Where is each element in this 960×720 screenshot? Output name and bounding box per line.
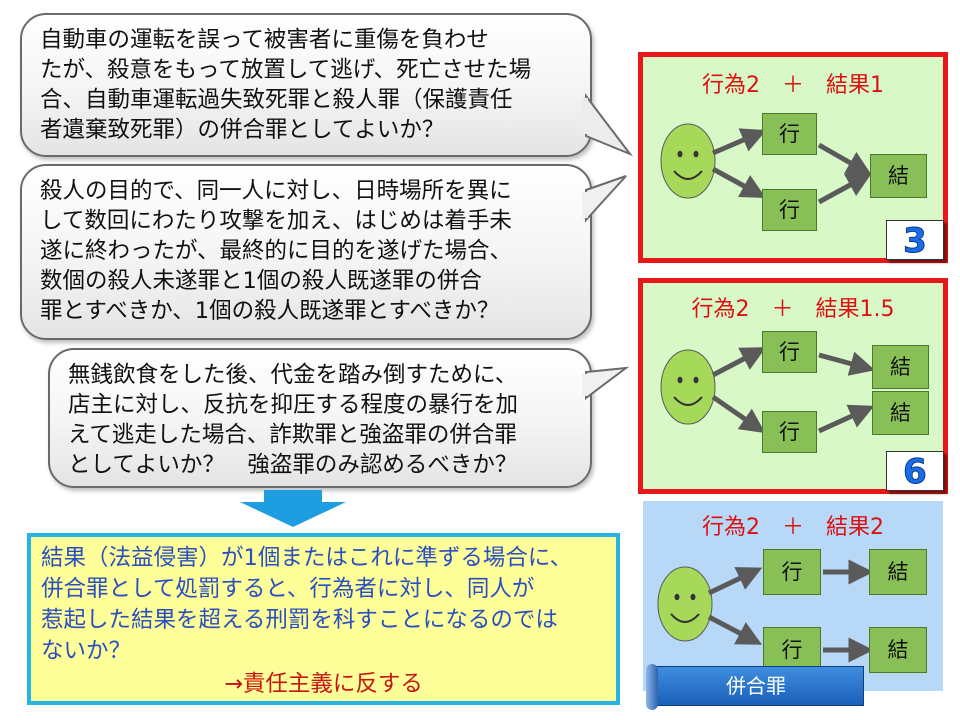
panel-1-act-box-1: 行 <box>762 113 817 155</box>
diagram-panel-2: 行為2 ＋ 結果1.5 行 行 結 結 6 <box>638 278 948 494</box>
bubble-2-line-1: 殺人の目的で、同一人に対し、日時場所を異に <box>40 178 512 204</box>
conclusion-line-2: 併合罪として処罰すると、行為者に対し、同人が <box>41 576 535 602</box>
conclusion-line-1: 結果（法益侵害）が1個またはこれに準ずる場合に、 <box>41 545 573 571</box>
panel-2-act-box-2: 行 <box>762 411 817 453</box>
panel-3-result-box-1: 結 <box>869 549 927 595</box>
panel-3-combined-offense-label: 併合罪 <box>648 666 864 706</box>
panel-1-diagram <box>660 123 872 205</box>
bubble-1-line-1: 自動車の運転を誤って被害者に重傷を負わせ <box>40 27 489 53</box>
panel-1-result-box: 結 <box>870 154 927 198</box>
bubble-2-tail <box>582 175 627 223</box>
panel-1-badge: 3 <box>886 220 944 262</box>
panel-2-title: 行為2 ＋ 結果1.5 <box>691 297 895 322</box>
panel-1-act-box-2: 行 <box>762 189 817 231</box>
bubble-2-line-2: して数回にわたり攻撃を加え、はじめは着手未 <box>40 208 512 234</box>
panel-1-title: 行為2 ＋ 結果1 <box>702 73 884 98</box>
panel-3-title: 行為2 ＋ 結果2 <box>702 515 884 540</box>
panel-2-act-box-1: 行 <box>762 331 817 373</box>
conclusion-line-4: ないか？ <box>41 638 132 664</box>
panel-2-result-box-2: 結 <box>872 391 929 435</box>
bubble-3-line-2: 店主に対し、反抗を抑圧する程度の暴行を加 <box>68 392 519 418</box>
bubble-1-tail <box>582 93 634 157</box>
diagram-panel-3: 行為2 ＋ 結果2 行 行 結 結 <box>643 501 943 691</box>
panel-3-act-box-1: 行 <box>763 549 821 595</box>
conclusion-summary: →責任主義に反する <box>224 671 423 697</box>
bubble-1-line-4: 者遺棄致死罪）の併合罪としてよいか？ <box>40 117 445 143</box>
panel-3-diagram <box>657 559 874 663</box>
conclusion-box: 結果（法益侵害）が1個またはこれに準ずる場合に、 併合罪として処罰すると、行為者… <box>27 533 620 705</box>
conclusion-line-3: 惹起した結果を超える刑罰を科すことになるのでは <box>41 607 558 633</box>
question-bubble-2: 殺人の目的で、同一人に対し、日時場所を異に して数回にわたり攻撃を加え、はじめは… <box>20 164 592 340</box>
bubble-3-tail <box>582 366 630 400</box>
question-bubble-3: 無銭飲食をした後、代金を踏み倒すために、 店主に対し、反抗を抑圧する程度の暴行を… <box>48 348 592 488</box>
panel-2-face-icon <box>660 349 716 425</box>
bubble-1-line-3: 合、自動車運転過失致死罪と殺人罪（保護責任 <box>40 87 513 113</box>
bubble-3-line-3: えて逃走した場合、詐欺罪と強盗罪の併合罪 <box>68 422 517 448</box>
panel-1-face-icon <box>660 123 716 199</box>
bubble-2-line-4: 数個の殺人未遂罪と1個の殺人既遂罪の併合 <box>40 268 482 294</box>
question-bubble-1: 自動車の運転を誤って被害者に重傷を負わせ たが、殺意をもって放置して逃げ、死亡さ… <box>20 13 592 157</box>
down-arrow <box>240 490 346 527</box>
panel-3-result-box-2: 結 <box>869 627 927 673</box>
panel-2-result-box-1: 結 <box>872 345 929 389</box>
panel-2-diagram <box>660 347 876 434</box>
bubble-3-line-1: 無銭飲食をした後、代金を踏み倒すために、 <box>68 362 518 388</box>
bubble-3-line-4: としてよいか？ 強盗罪のみ認めるべきか？ <box>68 452 518 478</box>
bubble-2-line-5: 罪とすべきか、1個の殺人既遂罪とすべきか？ <box>40 298 500 324</box>
diagram-panel-1: 行為2 ＋ 結果1 行 行 結 3 <box>638 52 948 263</box>
panel-3-face-icon <box>657 566 713 642</box>
bubble-1-line-2: たが、殺意をもって放置して逃げ、死亡させた場 <box>40 57 532 83</box>
panel-2-badge: 6 <box>886 451 944 493</box>
scroll-curl-icon <box>646 664 658 710</box>
bubble-2-line-3: 遂に終わったが、最終的に目的を遂げた場合、 <box>40 238 513 264</box>
